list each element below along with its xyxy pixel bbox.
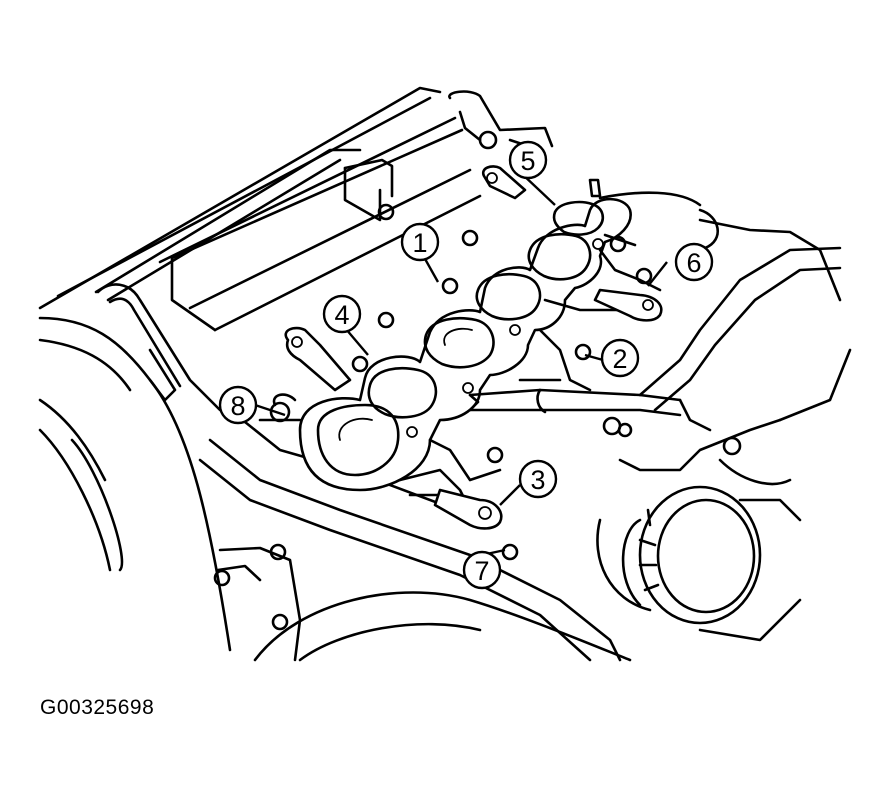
valve-cover bbox=[38, 86, 554, 332]
engine-block-left bbox=[38, 316, 632, 662]
callout-4: 4 bbox=[322, 294, 362, 334]
callout-4-circle bbox=[322, 294, 362, 334]
callout-3-label: 3 bbox=[530, 465, 545, 495]
callout-8-label: 8 bbox=[230, 391, 245, 421]
callout-2: 2 bbox=[600, 338, 640, 378]
callout-2-label: 2 bbox=[612, 344, 627, 374]
callout-2-circle bbox=[600, 338, 640, 378]
callout-8: 8 bbox=[218, 385, 258, 425]
callout-1-circle bbox=[400, 222, 440, 262]
coolant-tubes bbox=[468, 246, 842, 432]
callout-1: 1 bbox=[400, 222, 440, 262]
gasket-brackets bbox=[284, 165, 663, 530]
callout-6-circle bbox=[674, 242, 714, 282]
callout-5: 5 bbox=[508, 140, 548, 180]
callout-6-label: 6 bbox=[686, 248, 701, 278]
callout-leaders bbox=[254, 171, 668, 557]
callout-5-label: 5 bbox=[520, 146, 535, 176]
intake-manifold-gasket bbox=[298, 197, 632, 492]
callout-7-circle bbox=[462, 550, 502, 590]
engine-right bbox=[588, 178, 852, 642]
callout-7-label: 7 bbox=[474, 556, 489, 586]
callout-6: 6 bbox=[674, 242, 714, 282]
callout-5-circle bbox=[508, 140, 548, 180]
callout-1-label: 1 bbox=[412, 228, 427, 258]
callout-8-circle bbox=[218, 385, 258, 425]
callout-3: 3 bbox=[518, 459, 558, 499]
callout-3-circle bbox=[518, 459, 558, 499]
figure-id-label: G00325698 bbox=[40, 696, 155, 719]
callout-7: 7 bbox=[462, 550, 502, 590]
fuel-hose bbox=[96, 283, 622, 662]
callout-4-label: 4 bbox=[334, 300, 349, 330]
